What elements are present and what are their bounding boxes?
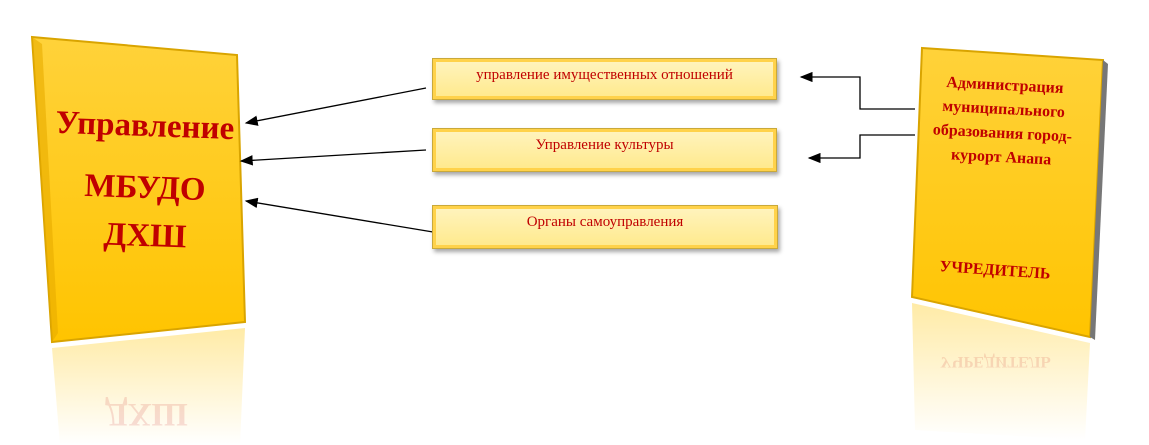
left-panel-line3: ДХШ xyxy=(103,216,188,256)
box-culture: Управление культуры xyxy=(432,128,777,172)
right-panel-edge xyxy=(1090,60,1108,340)
box-property-relations: управление имущественных отношений xyxy=(432,58,777,100)
box-self-government: Органы самоуправления xyxy=(432,205,778,249)
arrow-property-to-school xyxy=(244,87,427,126)
left-panel-reflection xyxy=(52,328,245,445)
left-panel xyxy=(30,35,247,344)
arrow-culture-to-school xyxy=(239,149,427,166)
left-panel-bevel xyxy=(32,37,58,342)
box-self-government-label: Органы самоуправления xyxy=(526,214,684,230)
left-panel-line1: Управление xyxy=(55,104,235,148)
right-panel-reflection-text: УЧРЕДИТЕЛЬ xyxy=(940,353,1052,370)
left-panel-reflection-text: ДХШ xyxy=(105,396,188,432)
connector-admin-to-culture xyxy=(807,134,915,164)
left-panel-line2: МБУДО xyxy=(83,167,207,209)
arrow-selfgov-to-school xyxy=(244,197,434,233)
right-panel-title: Администрация муниципального образования… xyxy=(932,73,1073,169)
box-property-relations-label: управление имущественных отношений xyxy=(476,67,733,83)
box-culture-label: Управление культуры xyxy=(535,137,674,153)
right-panel-reflection xyxy=(912,303,1090,440)
connector-admin-to-property xyxy=(799,71,915,110)
